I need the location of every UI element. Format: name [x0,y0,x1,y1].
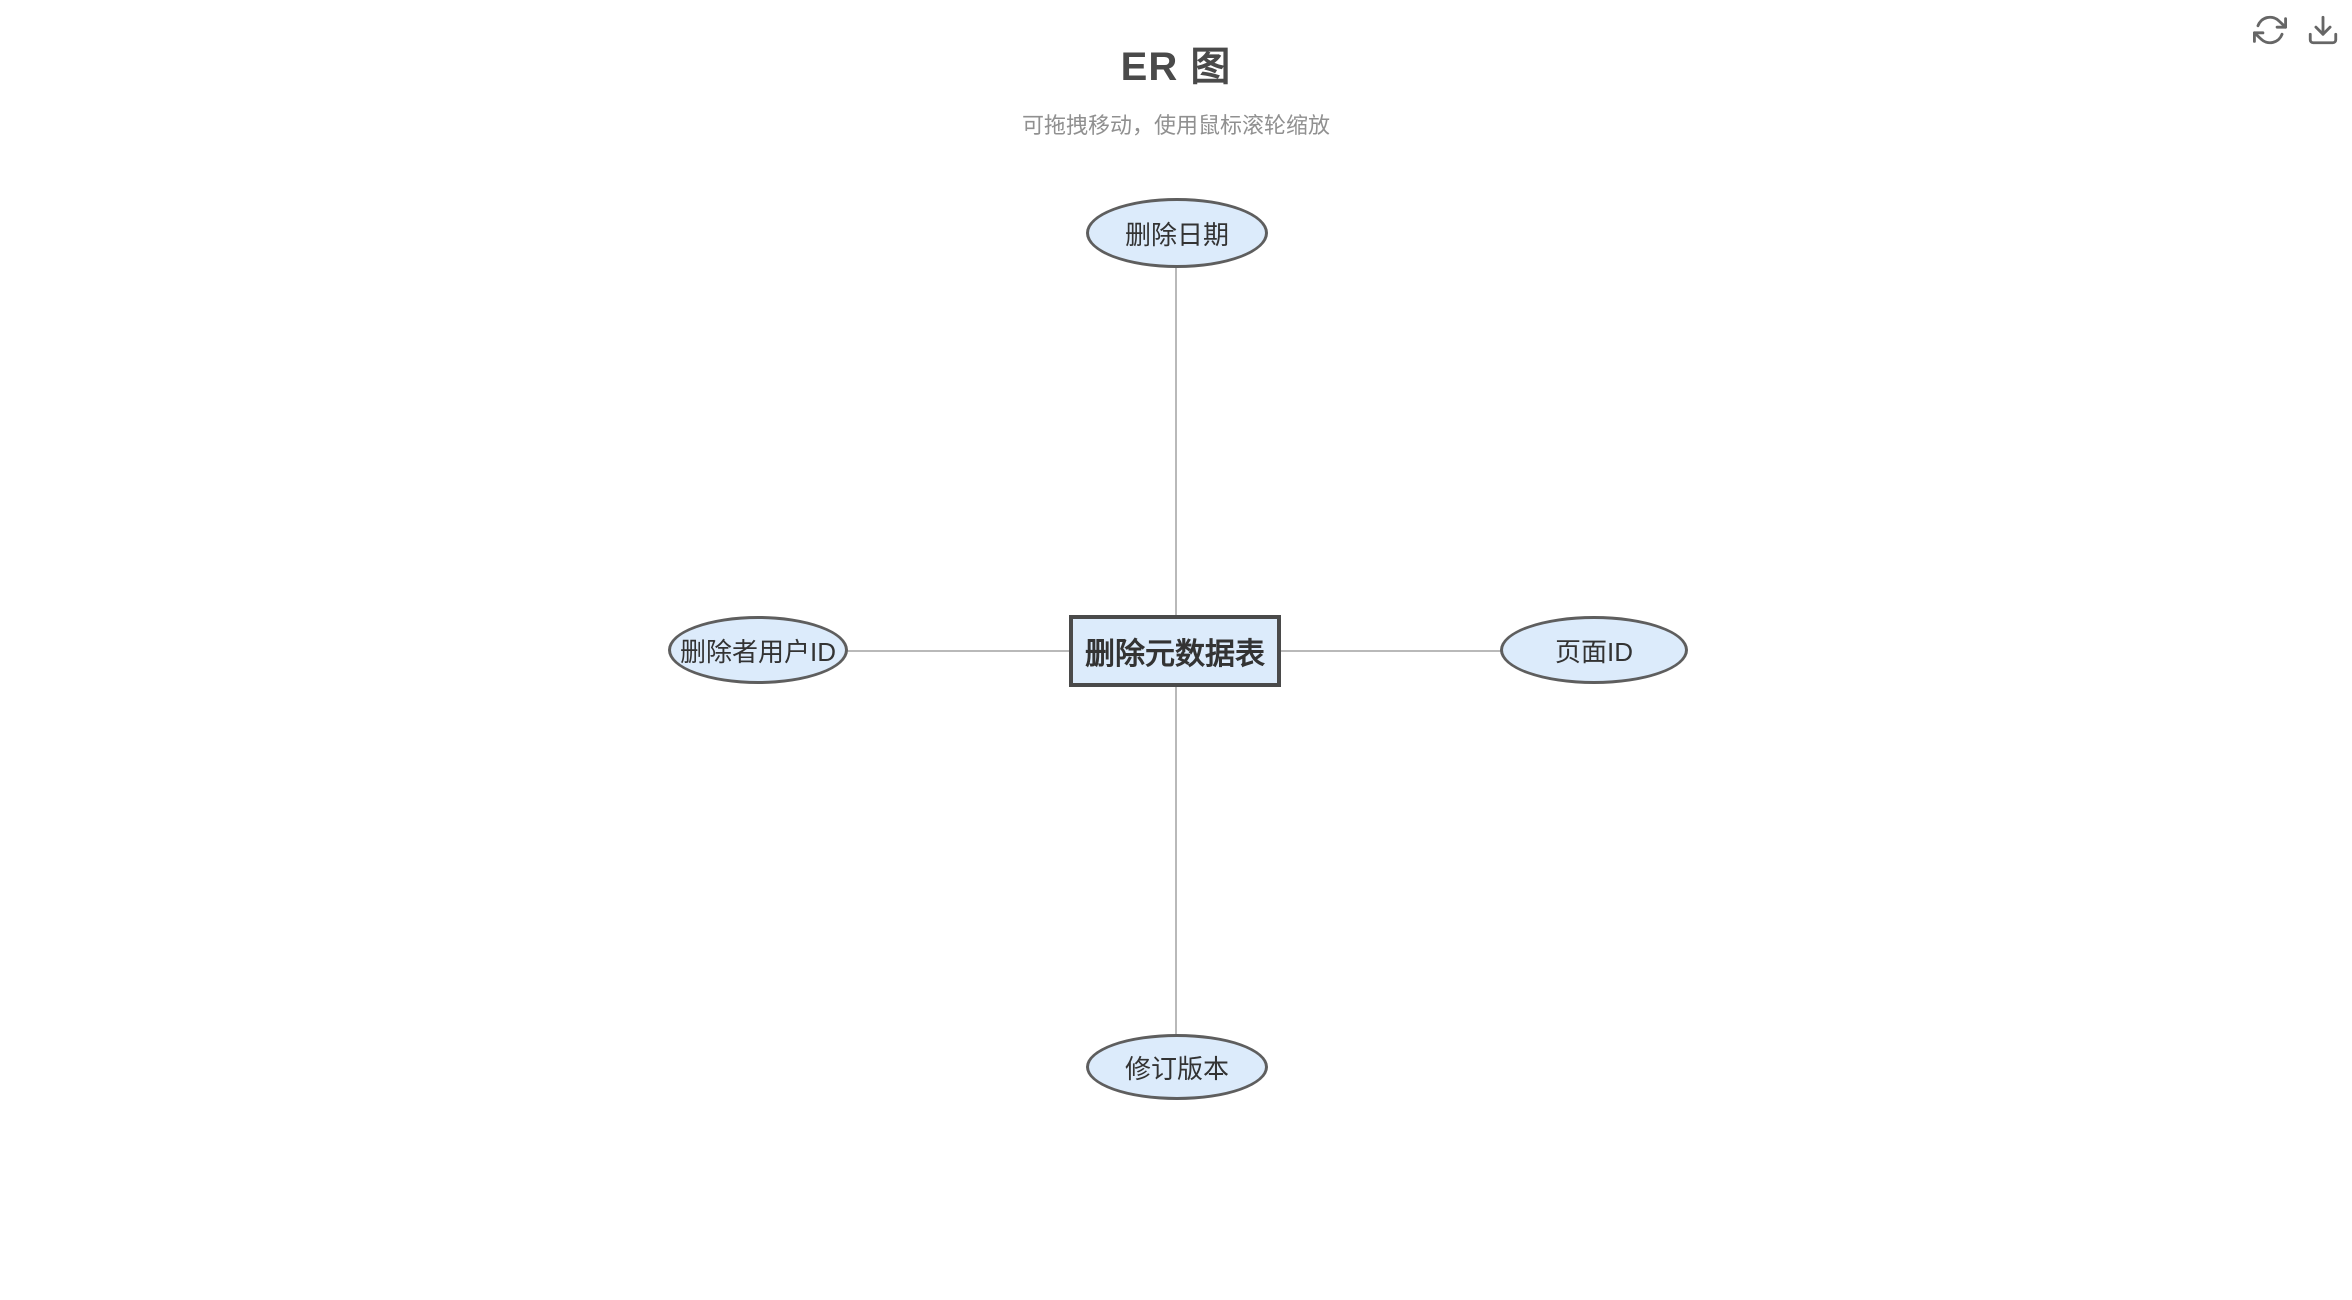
toolbar [2253,13,2340,47]
attribute-label: 页面ID [1554,636,1633,667]
attribute-label: 修订版本 [1124,1053,1229,1084]
attribute-node-top[interactable]: 删除日期 [1086,198,1268,268]
attribute-node-left[interactable]: 删除者用户ID [668,616,848,684]
entity-label: 删除元数据表 [1085,638,1265,671]
attribute-label: 删除日期 [1124,219,1229,250]
refresh-icon [2253,15,2287,50]
attribute-node-bottom[interactable]: 修订版本 [1086,1034,1268,1100]
page-title: ER 图 [1120,45,1232,89]
attribute-label: 删除者用户ID [679,636,836,667]
page-subtitle: 可拖拽移动，使用鼠标滚轮缩放 [1021,113,1330,138]
page-header: ER 图 可拖拽移动，使用鼠标滚轮缩放 [0,0,2352,140]
attribute-node-right[interactable]: 页面ID [1500,616,1688,684]
download-button[interactable] [2306,13,2340,47]
download-icon [2306,15,2340,50]
refresh-button[interactable] [2253,13,2287,47]
entity-node[interactable]: 删除元数据表 [1069,615,1281,687]
